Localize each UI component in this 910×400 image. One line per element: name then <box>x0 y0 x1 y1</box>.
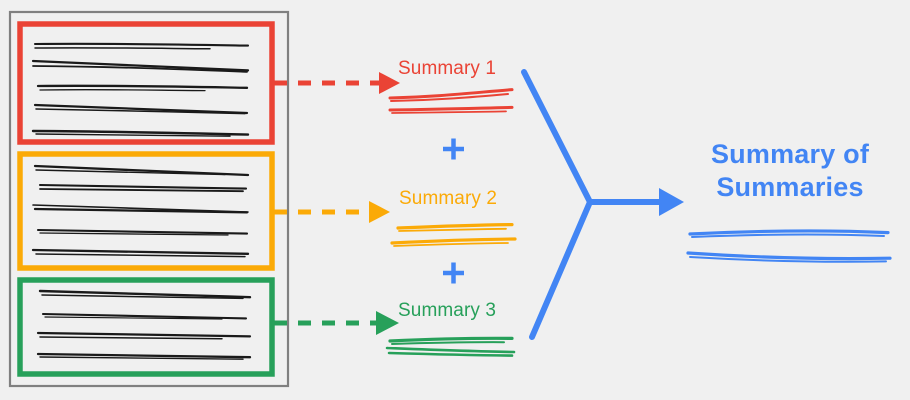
document-chunk-1[interactable] <box>17 21 275 145</box>
chunk-3-border <box>17 277 275 377</box>
final-summary-line-1: Summary of <box>710 139 870 169</box>
final-summary-line-2: Summaries <box>716 171 864 202</box>
final-summary-title[interactable]: Summary of Summaries <box>690 138 890 204</box>
final-summary-squiggles <box>686 229 892 263</box>
source-document-frame <box>8 10 290 388</box>
summary-2-label[interactable]: Summary 2 <box>399 188 498 209</box>
summary-1-squiggles <box>388 88 514 114</box>
summary-3-label[interactable]: Summary 3 <box>398 300 497 321</box>
merge-arrow <box>521 69 684 340</box>
summary-3-squiggles <box>385 336 516 357</box>
chunk-2-text-lines <box>31 164 250 258</box>
chunk-1-text-lines <box>31 42 250 137</box>
document-chunk-3[interactable] <box>17 277 275 377</box>
document-chunk-2[interactable] <box>17 151 275 271</box>
summary-1-label[interactable]: Summary 1 <box>398 58 497 79</box>
chunk-2-border <box>17 151 275 271</box>
plus-sign-1 <box>443 138 464 160</box>
arrow-chunk-3-to-summary-3 <box>274 311 399 335</box>
chunk-3-text-lines <box>36 289 252 360</box>
arrow-chunk-2-to-summary-2 <box>274 201 390 223</box>
summary-2-squiggles <box>390 223 517 247</box>
chunk-1-border <box>17 21 275 145</box>
plus-sign-2 <box>443 262 464 284</box>
arrow-chunk-1-to-summary-1 <box>274 72 400 94</box>
